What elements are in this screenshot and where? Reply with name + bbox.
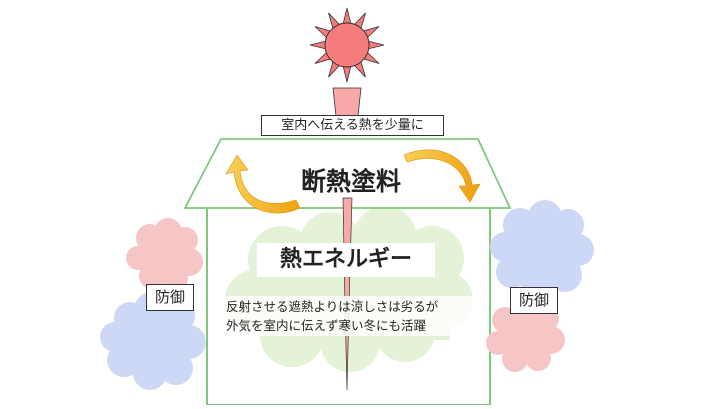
sun-ray	[342, 66, 352, 83]
top-caption: 室内へ伝える熱を少量に	[261, 115, 444, 136]
description-line-1: 反射させる遮熱よりは涼しさは劣るが	[226, 299, 439, 314]
sun-ray	[368, 40, 385, 50]
roof-title: 断熱塗料	[300, 166, 401, 196]
heat-beam	[332, 87, 362, 117]
sun-icon	[309, 7, 385, 83]
left-cool-cloud	[100, 292, 206, 390]
description-text: 反射させる遮熱よりは涼しさは劣るが 外気を室内に伝えず寒い冬にも活躍	[222, 296, 480, 336]
right-cool-cloud	[490, 200, 594, 299]
heat-energy-title: 熱エネルギー	[257, 243, 435, 277]
right-return-arrow	[403, 149, 481, 203]
left-return-arrow	[225, 154, 301, 214]
sun-ray	[309, 40, 326, 50]
description-line-2: 外気を室内に伝えず寒い冬にも活躍	[226, 318, 427, 333]
defense-label-left: 防御	[146, 284, 194, 311]
sun-ray	[342, 7, 352, 24]
left-warm-cloud	[126, 218, 203, 291]
defense-label-right: 防御	[510, 287, 558, 314]
